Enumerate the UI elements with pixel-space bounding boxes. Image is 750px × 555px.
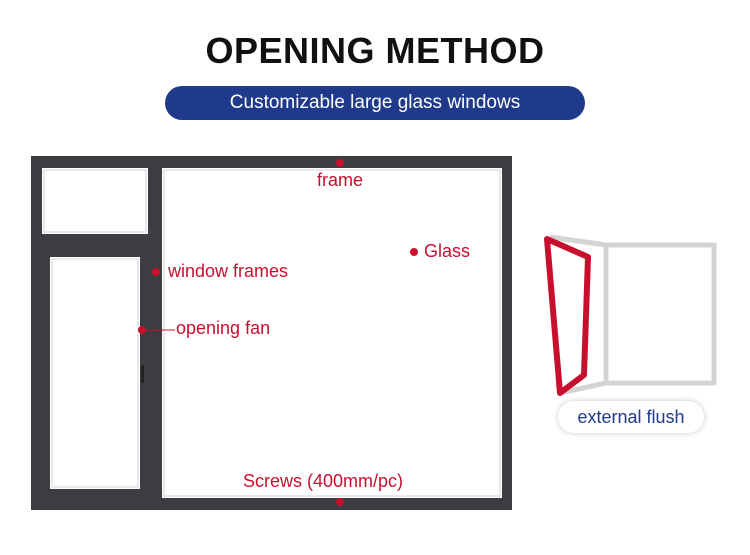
subtitle-pill: Customizable large glass windows — [165, 86, 585, 120]
external-flush-caption: external flush — [558, 401, 704, 433]
frame-label: frame — [317, 170, 364, 190]
screws-dot — [336, 498, 344, 506]
fixed-glass — [162, 168, 502, 498]
side-open-sash — [544, 236, 591, 396]
external-flush-diagram — [544, 234, 717, 396]
glass-dot — [410, 248, 418, 256]
glass-label: Glass — [424, 241, 471, 261]
opening-fan-dot — [138, 326, 146, 334]
frame-dot — [336, 159, 344, 167]
window-frames-label: window frames — [168, 261, 289, 281]
window-frames-dot — [152, 268, 160, 276]
opening-fan-label: opening fan — [176, 318, 271, 338]
opening-fan-glass — [50, 257, 140, 489]
transom-glass — [42, 168, 148, 234]
side-fixed-frame — [603, 242, 717, 386]
handle — [141, 365, 144, 383]
screws-label: Screws (400mm/pc) — [243, 471, 404, 491]
page-title: OPENING METHOD — [205, 30, 545, 71]
